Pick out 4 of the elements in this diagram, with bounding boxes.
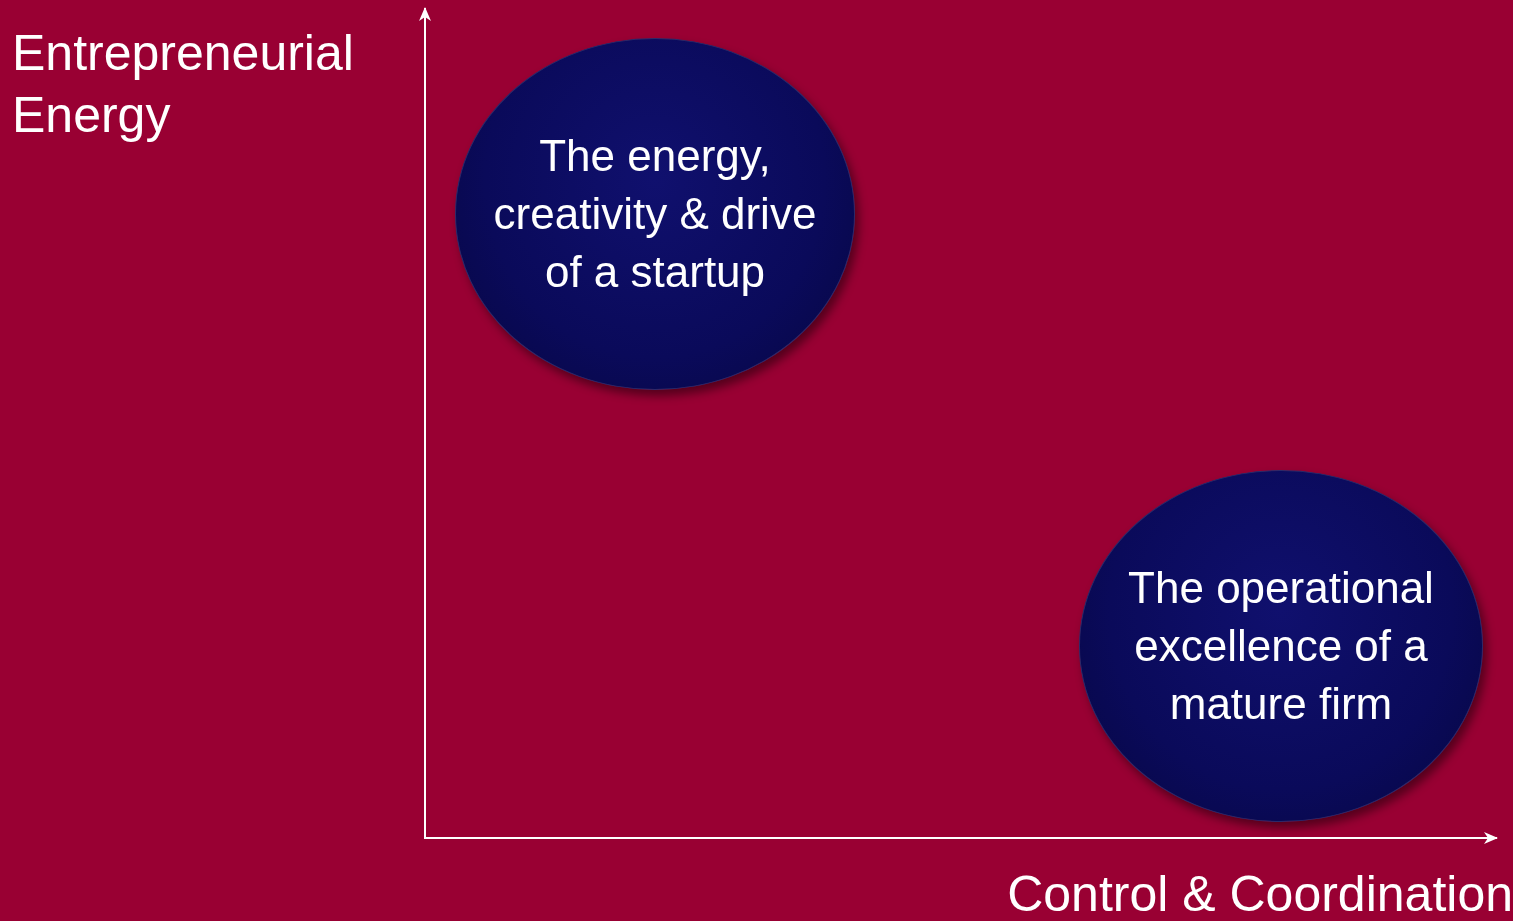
axis-title: Control & Coordination xyxy=(1006,866,1513,921)
axis-title: Entrepreneurial Energy xyxy=(12,24,355,145)
node-text: The operational excellence of a mature firm xyxy=(1127,562,1435,730)
node-text: The energy, creativity & drive of a startup xyxy=(492,130,818,298)
